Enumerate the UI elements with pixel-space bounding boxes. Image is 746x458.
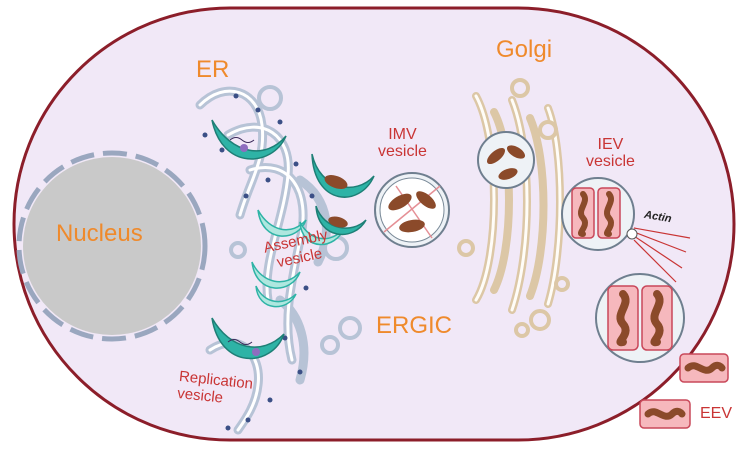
ribosomes — [202, 93, 315, 431]
replication-crescent-top — [211, 119, 287, 160]
eev-particle-1 — [679, 353, 729, 383]
imv-label-line1: IMV — [388, 126, 417, 143]
virion-pair-large — [595, 273, 685, 363]
eev-label: EEV — [700, 405, 733, 422]
er-vesicles — [229, 85, 362, 355]
imv-vesicle-label: IMV vesicle — [378, 126, 427, 160]
eev-particle-2 — [639, 399, 691, 429]
iev-vesicle — [561, 177, 635, 251]
iev-vesicle-label: IEV vesicle — [586, 136, 635, 170]
golgi-virion-vesicle — [477, 131, 535, 189]
er-label: ER — [196, 56, 230, 83]
imv-label-line2: vesicle — [378, 143, 427, 160]
golgi-vesicles — [457, 78, 570, 338]
assembly-vesicles — [251, 209, 345, 308]
iev-label-line1: IEV — [597, 136, 624, 153]
nucleus — [16, 150, 208, 342]
nucleus-label: Nucleus — [56, 220, 143, 247]
maturing-crescents — [311, 153, 375, 236]
iev-label-line2: vesicle — [586, 153, 635, 170]
actin-filaments — [626, 227, 691, 283]
golgi-label: Golgi — [496, 36, 553, 63]
ergic-label: ERGIC — [376, 312, 453, 339]
replication-crescent-bottom — [211, 317, 285, 359]
imv-vesicle — [374, 172, 450, 248]
